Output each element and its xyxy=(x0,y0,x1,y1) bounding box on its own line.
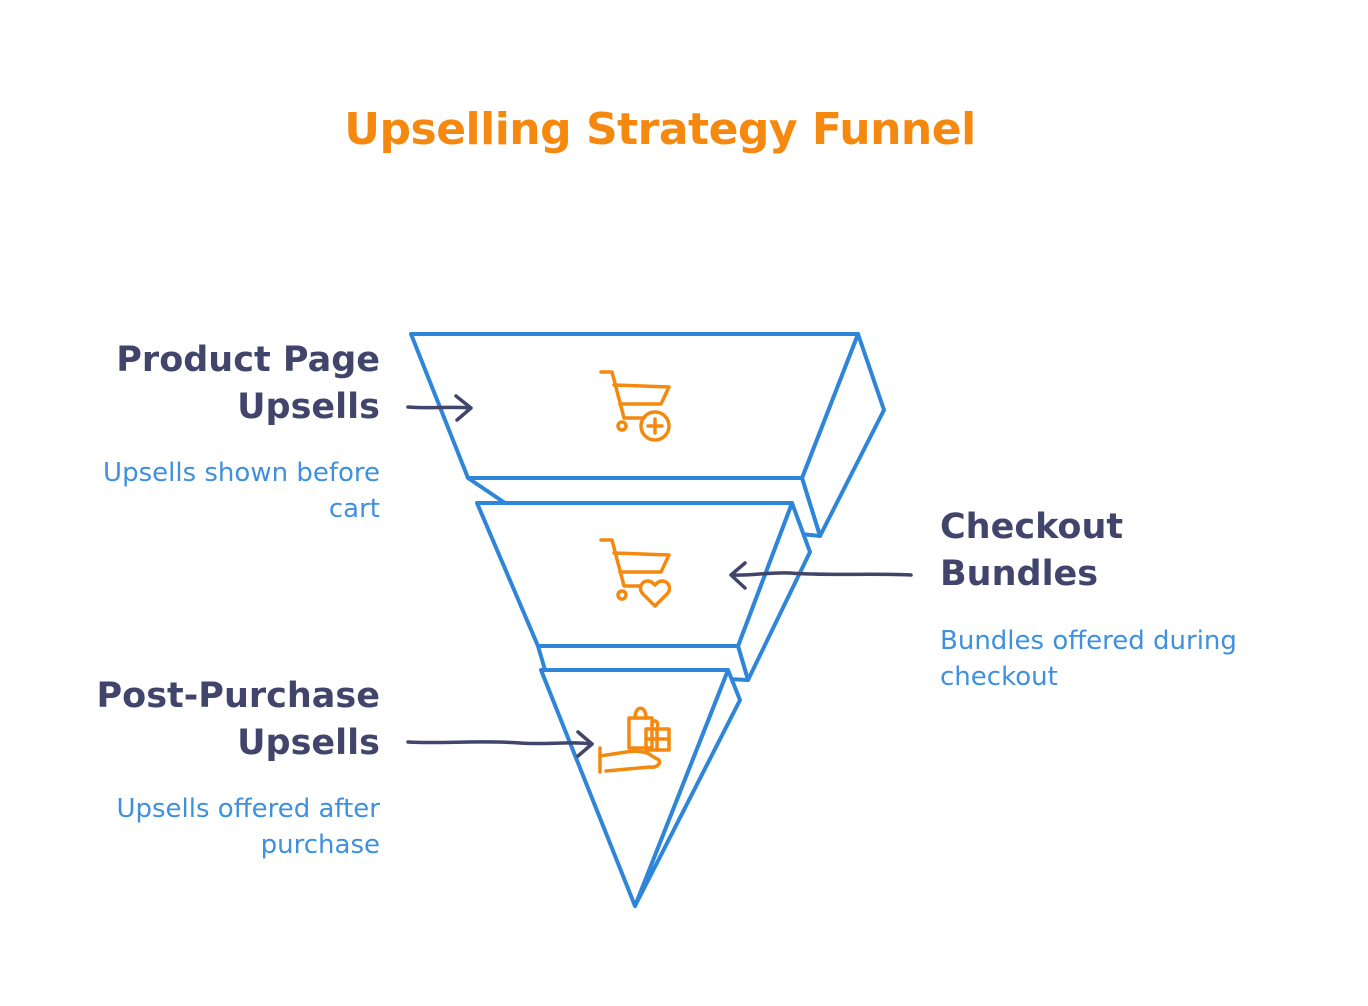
funnel-stage-3 xyxy=(539,668,742,908)
stage-1-description: Upsells shown before cart xyxy=(103,458,380,524)
stage-2-description: Bundles offered during checkout xyxy=(940,626,1237,692)
stage-2-label: Checkout Bundles xyxy=(940,507,1124,594)
arrow-stage-1 xyxy=(406,394,473,422)
stage-3-label: Post-Purchase Upsells xyxy=(96,676,380,763)
stage-1-label: Product Page Upsells xyxy=(116,340,380,427)
diagram-title: Upselling Strategy Funnel xyxy=(344,104,976,155)
arrow-stage-2 xyxy=(729,561,913,590)
cart-plus-icon xyxy=(599,370,671,442)
hand-gift-bag-icon xyxy=(598,706,671,774)
arrow-stage-3 xyxy=(406,730,594,758)
cart-heart-icon xyxy=(599,538,672,608)
stage-3-description: Upsells offered after purchase xyxy=(116,794,380,860)
funnel-stage-2 xyxy=(475,501,812,682)
